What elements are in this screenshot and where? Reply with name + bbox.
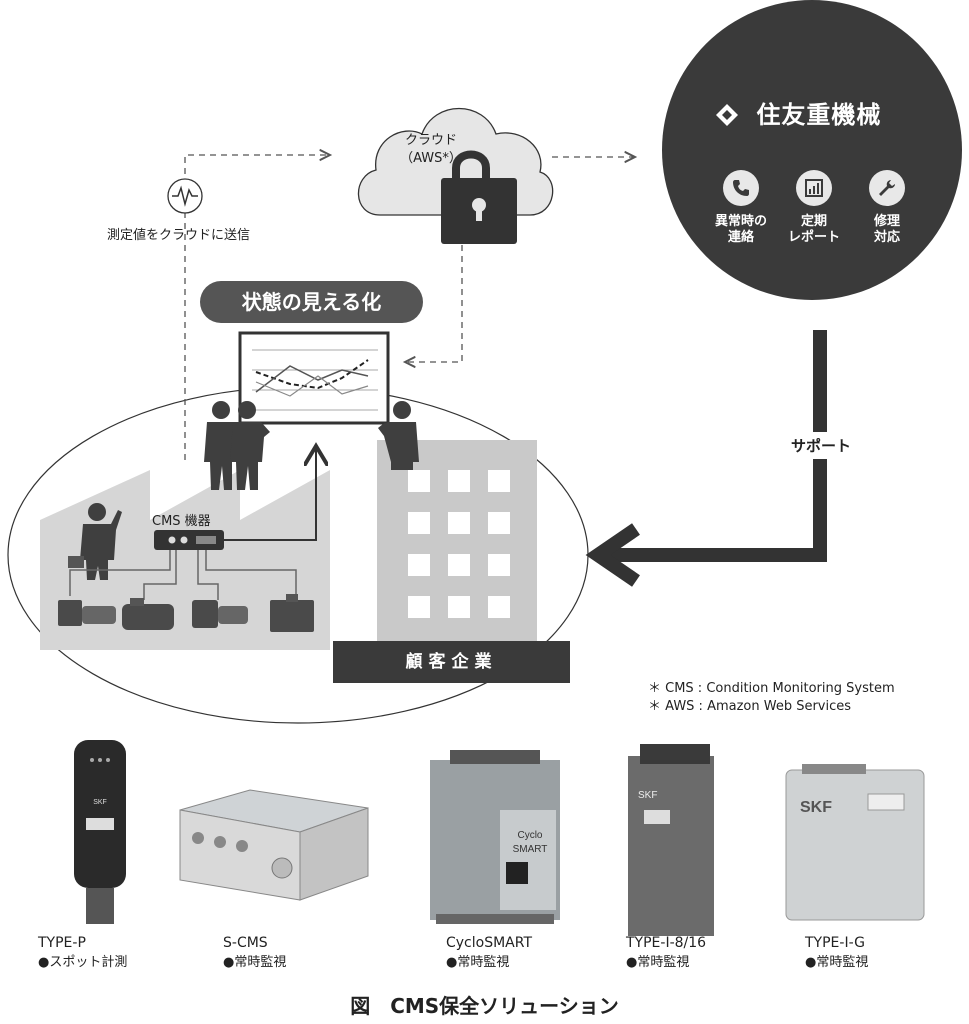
service-label-1a: 異常時の — [714, 214, 767, 229]
cyclosmart-device-mark-line2: SMART — [513, 844, 548, 855]
phone-icon — [723, 170, 759, 206]
company-circle — [662, 0, 962, 300]
product-type-i-g: TYPE-I-G ●常時監視 — [805, 935, 868, 970]
product-type-p: TYPE-P ●スポット計測 — [38, 935, 127, 970]
product-name-type-i-8-16: TYPE-I-8/16 — [626, 935, 707, 951]
cms-device-label: CMS 機器 — [152, 514, 211, 529]
cloud-label-line1: クラウド — [404, 133, 457, 148]
support-arrow — [610, 330, 827, 562]
product-use-type-p: ●スポット計測 — [38, 955, 128, 970]
type-i-8-16-device — [628, 744, 714, 936]
footnote-aws: ＊ AWS : Amazon Web Services — [648, 699, 852, 714]
cloud-label-line2: （AWS*） — [400, 151, 462, 166]
company-service-phone: 異常時の 連絡 — [705, 170, 777, 246]
service-label-2a: 定期 — [800, 214, 827, 229]
footnote-cms: ＊ CMS : Condition Monitoring System — [648, 681, 895, 696]
customer-label: 顧客企業 — [333, 641, 570, 683]
figure-caption: 図 CMS保全ソリューション — [350, 994, 619, 1018]
report-chart-icon — [796, 170, 832, 206]
product-name-type-i-g: TYPE-I-G — [805, 935, 865, 951]
motor-wiring — [69, 550, 297, 600]
cms-to-board-arrow — [224, 446, 316, 541]
company-logo-icon — [716, 104, 738, 126]
footnotes: ＊ CMS : Condition Monitoring System ＊ AW… — [648, 680, 895, 716]
cyclosmart-device-mark-line1: Cyclo — [517, 830, 542, 841]
product-name-cyclosmart: CycloSMART — [446, 935, 533, 951]
product-use-type-i-g: ●常時監視 — [805, 955, 869, 970]
workers-silhouette — [68, 401, 419, 580]
wrench-icon — [869, 170, 905, 206]
s-cms-device — [179, 789, 369, 901]
padlock-icon — [441, 150, 517, 244]
service-label-2b: レポート — [787, 230, 840, 245]
visualization-title: 状態の見える化 — [200, 281, 423, 323]
visualization-board — [238, 331, 390, 425]
gear-motors — [58, 594, 314, 632]
support-label: サポート — [786, 432, 856, 459]
send-dashed-line — [184, 155, 330, 460]
send-label: 測定値をクラウドに送信 — [107, 228, 251, 243]
product-name-type-p: TYPE-P — [38, 935, 86, 951]
product-images: SKF Cyclo SMART SKF SKF — [74, 740, 925, 936]
type-i-8-16-brand-mark: SKF — [638, 790, 657, 801]
company-name: 住友重機械 — [756, 101, 882, 129]
type-p-brand-mark: SKF — [93, 799, 107, 806]
company-service-report: 定期 レポート — [778, 170, 850, 246]
company-service-repair: 修理 対応 — [851, 170, 923, 246]
product-type-i-8-16: TYPE-I-8/16 ●常時監視 — [626, 935, 706, 970]
service-label-3b: 対応 — [873, 230, 900, 245]
service-label-3a: 修理 — [873, 214, 900, 229]
type-i-g-brand-mark: SKF — [800, 799, 832, 816]
product-name-s-cms: S-CMS — [223, 935, 268, 951]
cms-device-icon — [154, 530, 224, 550]
product-use-s-cms: ●常時監視 — [223, 955, 287, 970]
product-use-cyclosmart: ●常時監視 — [446, 955, 510, 970]
type-i-g-device — [785, 764, 925, 921]
product-use-type-i-8-16: ●常時監視 — [626, 955, 690, 970]
customer-building — [377, 440, 537, 641]
service-label-1b: 連絡 — [727, 230, 754, 245]
waveform-icon — [167, 178, 203, 214]
factory-silhouette — [40, 470, 330, 650]
type-p-device — [74, 740, 126, 924]
product-s-cms: S-CMS ●常時監視 — [223, 935, 286, 970]
cloud-to-display-dashed — [405, 245, 463, 362]
product-cyclosmart: CycloSMART ●常時監視 — [446, 935, 532, 970]
cloud-label: クラウド （AWS*） — [386, 132, 476, 168]
cyclosmart-device — [430, 750, 560, 924]
company-brand: 住友重機械 — [715, 95, 881, 130]
